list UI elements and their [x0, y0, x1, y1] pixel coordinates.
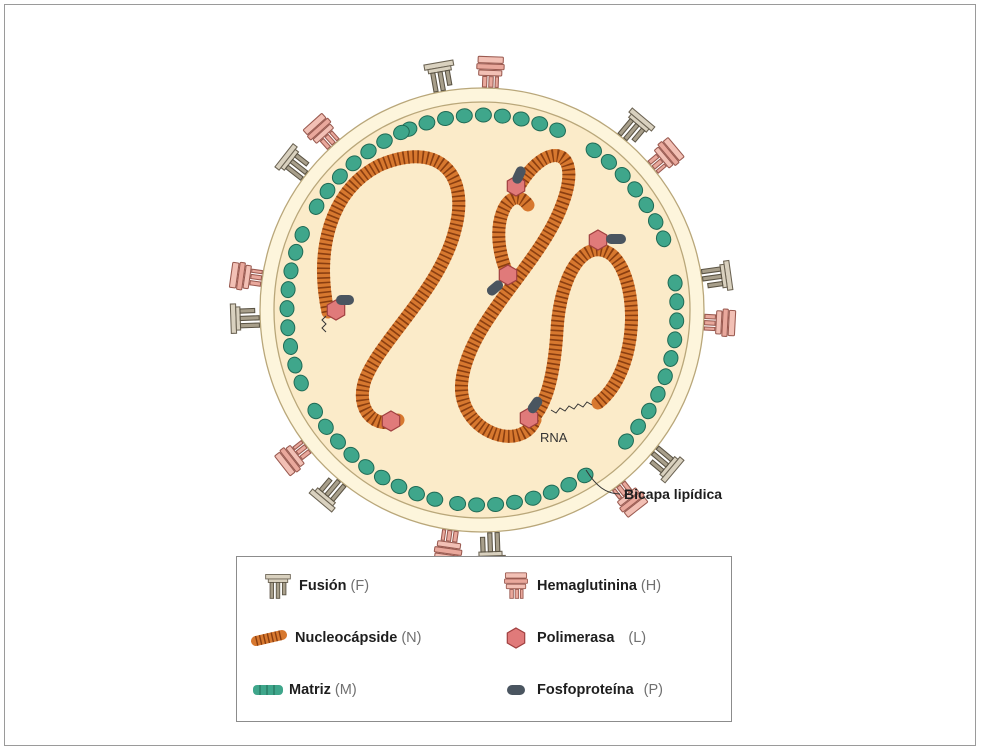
hemagglutinin: [229, 261, 263, 292]
fusion-protein: [230, 303, 259, 333]
legend-abbr: (N): [401, 630, 421, 646]
legend-label: Hemaglutinina: [537, 578, 637, 594]
legend-label: Fusión: [299, 578, 347, 594]
legend-item-hemagglutinin: Hemaglutinina (H): [499, 571, 661, 601]
fusion-protein-icon: [261, 571, 295, 601]
legend-abbr: (L): [628, 630, 646, 646]
matrix-icon: [251, 675, 285, 705]
fusion-protein: [701, 260, 733, 293]
legend-abbr: (P): [644, 682, 663, 698]
nucleocapsid-icon: [247, 623, 291, 653]
lipid-bilayer-label: Bicapa lipídica: [624, 486, 722, 502]
matrix-bead: [669, 313, 684, 330]
legend-abbr: (M): [335, 682, 357, 698]
rna-label: RNA: [540, 430, 568, 445]
legend-label: Fosfoproteína: [537, 682, 634, 698]
phosphoprotein-icon: [499, 675, 533, 705]
fusion-protein: [424, 60, 458, 93]
hemagglutinin: [704, 308, 736, 337]
legend-abbr: (H): [641, 578, 661, 594]
matrix-bead: [280, 301, 294, 317]
legend-item-fusion: Fusión (F): [261, 571, 369, 601]
matrix-bead: [487, 497, 504, 512]
legend-label: Matriz: [289, 682, 331, 698]
polymerase-icon: [499, 623, 533, 653]
legend: Fusión (F) Hemaglutinina (H) Nucleocápsi…: [236, 556, 732, 722]
hemagglutinin: [476, 56, 504, 87]
legend-label: Nucleocápside: [295, 630, 397, 646]
legend-item-matrix: Matriz (M): [251, 675, 357, 705]
matrix-bead: [468, 498, 484, 512]
hemagglutinin-icon: [499, 571, 533, 601]
matrix-bead: [669, 294, 684, 311]
legend-item-polymerase: Polimerasa (L): [499, 623, 646, 653]
legend-label: Polimerasa: [537, 630, 614, 646]
polymerase: [382, 411, 399, 431]
legend-item-phosphoprotein: Fosfoproteína (P): [499, 675, 663, 705]
legend-abbr: (F): [351, 578, 370, 594]
matrix-bead: [475, 108, 491, 122]
legend-item-nucleocapsid: Nucleocápside (N): [247, 623, 421, 653]
